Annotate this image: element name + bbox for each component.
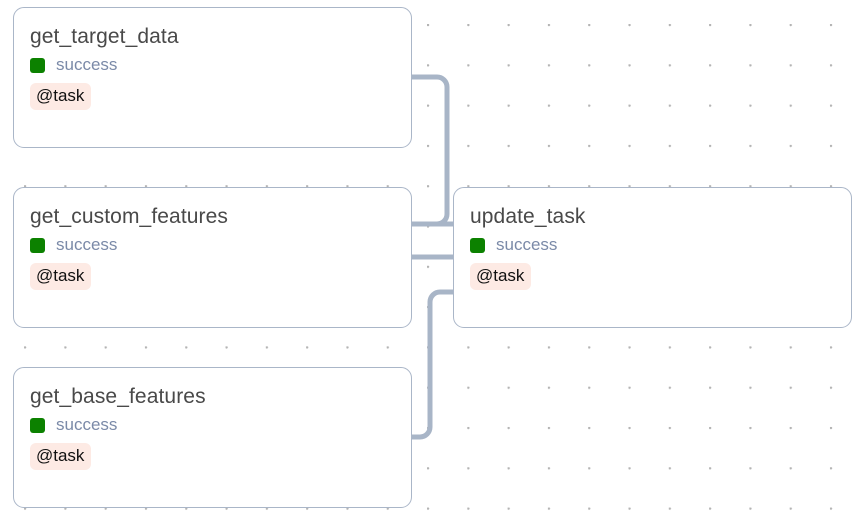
status-label: success bbox=[56, 415, 118, 434]
node-title: update_task bbox=[470, 205, 586, 228]
status-swatch-icon bbox=[30, 237, 45, 253]
edge-get-target-data-to-update-task bbox=[412, 74, 450, 227]
node-get-base-features[interactable]: get_base_features success @task bbox=[13, 367, 412, 508]
node-status: success bbox=[470, 235, 557, 255]
node-status: success bbox=[30, 415, 117, 435]
status-label: success bbox=[496, 235, 558, 254]
status-swatch-icon bbox=[30, 57, 45, 73]
node-update-task[interactable]: update_task success @task bbox=[453, 187, 852, 328]
node-get-target-data[interactable]: get_target_data success @task bbox=[13, 7, 412, 148]
status-label: success bbox=[56, 235, 118, 254]
node-tag-badge: @task bbox=[30, 83, 92, 110]
node-title: get_base_features bbox=[30, 385, 206, 408]
status-label: success bbox=[56, 55, 118, 74]
node-status: success bbox=[30, 55, 117, 75]
node-tag-badge: @task bbox=[30, 443, 92, 470]
node-title: get_custom_features bbox=[30, 205, 229, 228]
status-swatch-icon bbox=[30, 417, 45, 433]
status-swatch-icon bbox=[470, 237, 485, 253]
edge-get-base-features-to-update-task bbox=[412, 289, 453, 440]
node-tag-badge: @task bbox=[470, 263, 532, 290]
node-status: success bbox=[30, 235, 117, 255]
node-tag-badge: @task bbox=[30, 263, 92, 290]
node-get-custom-features[interactable]: get_custom_features success @task bbox=[13, 187, 412, 328]
node-title: get_target_data bbox=[30, 25, 179, 48]
